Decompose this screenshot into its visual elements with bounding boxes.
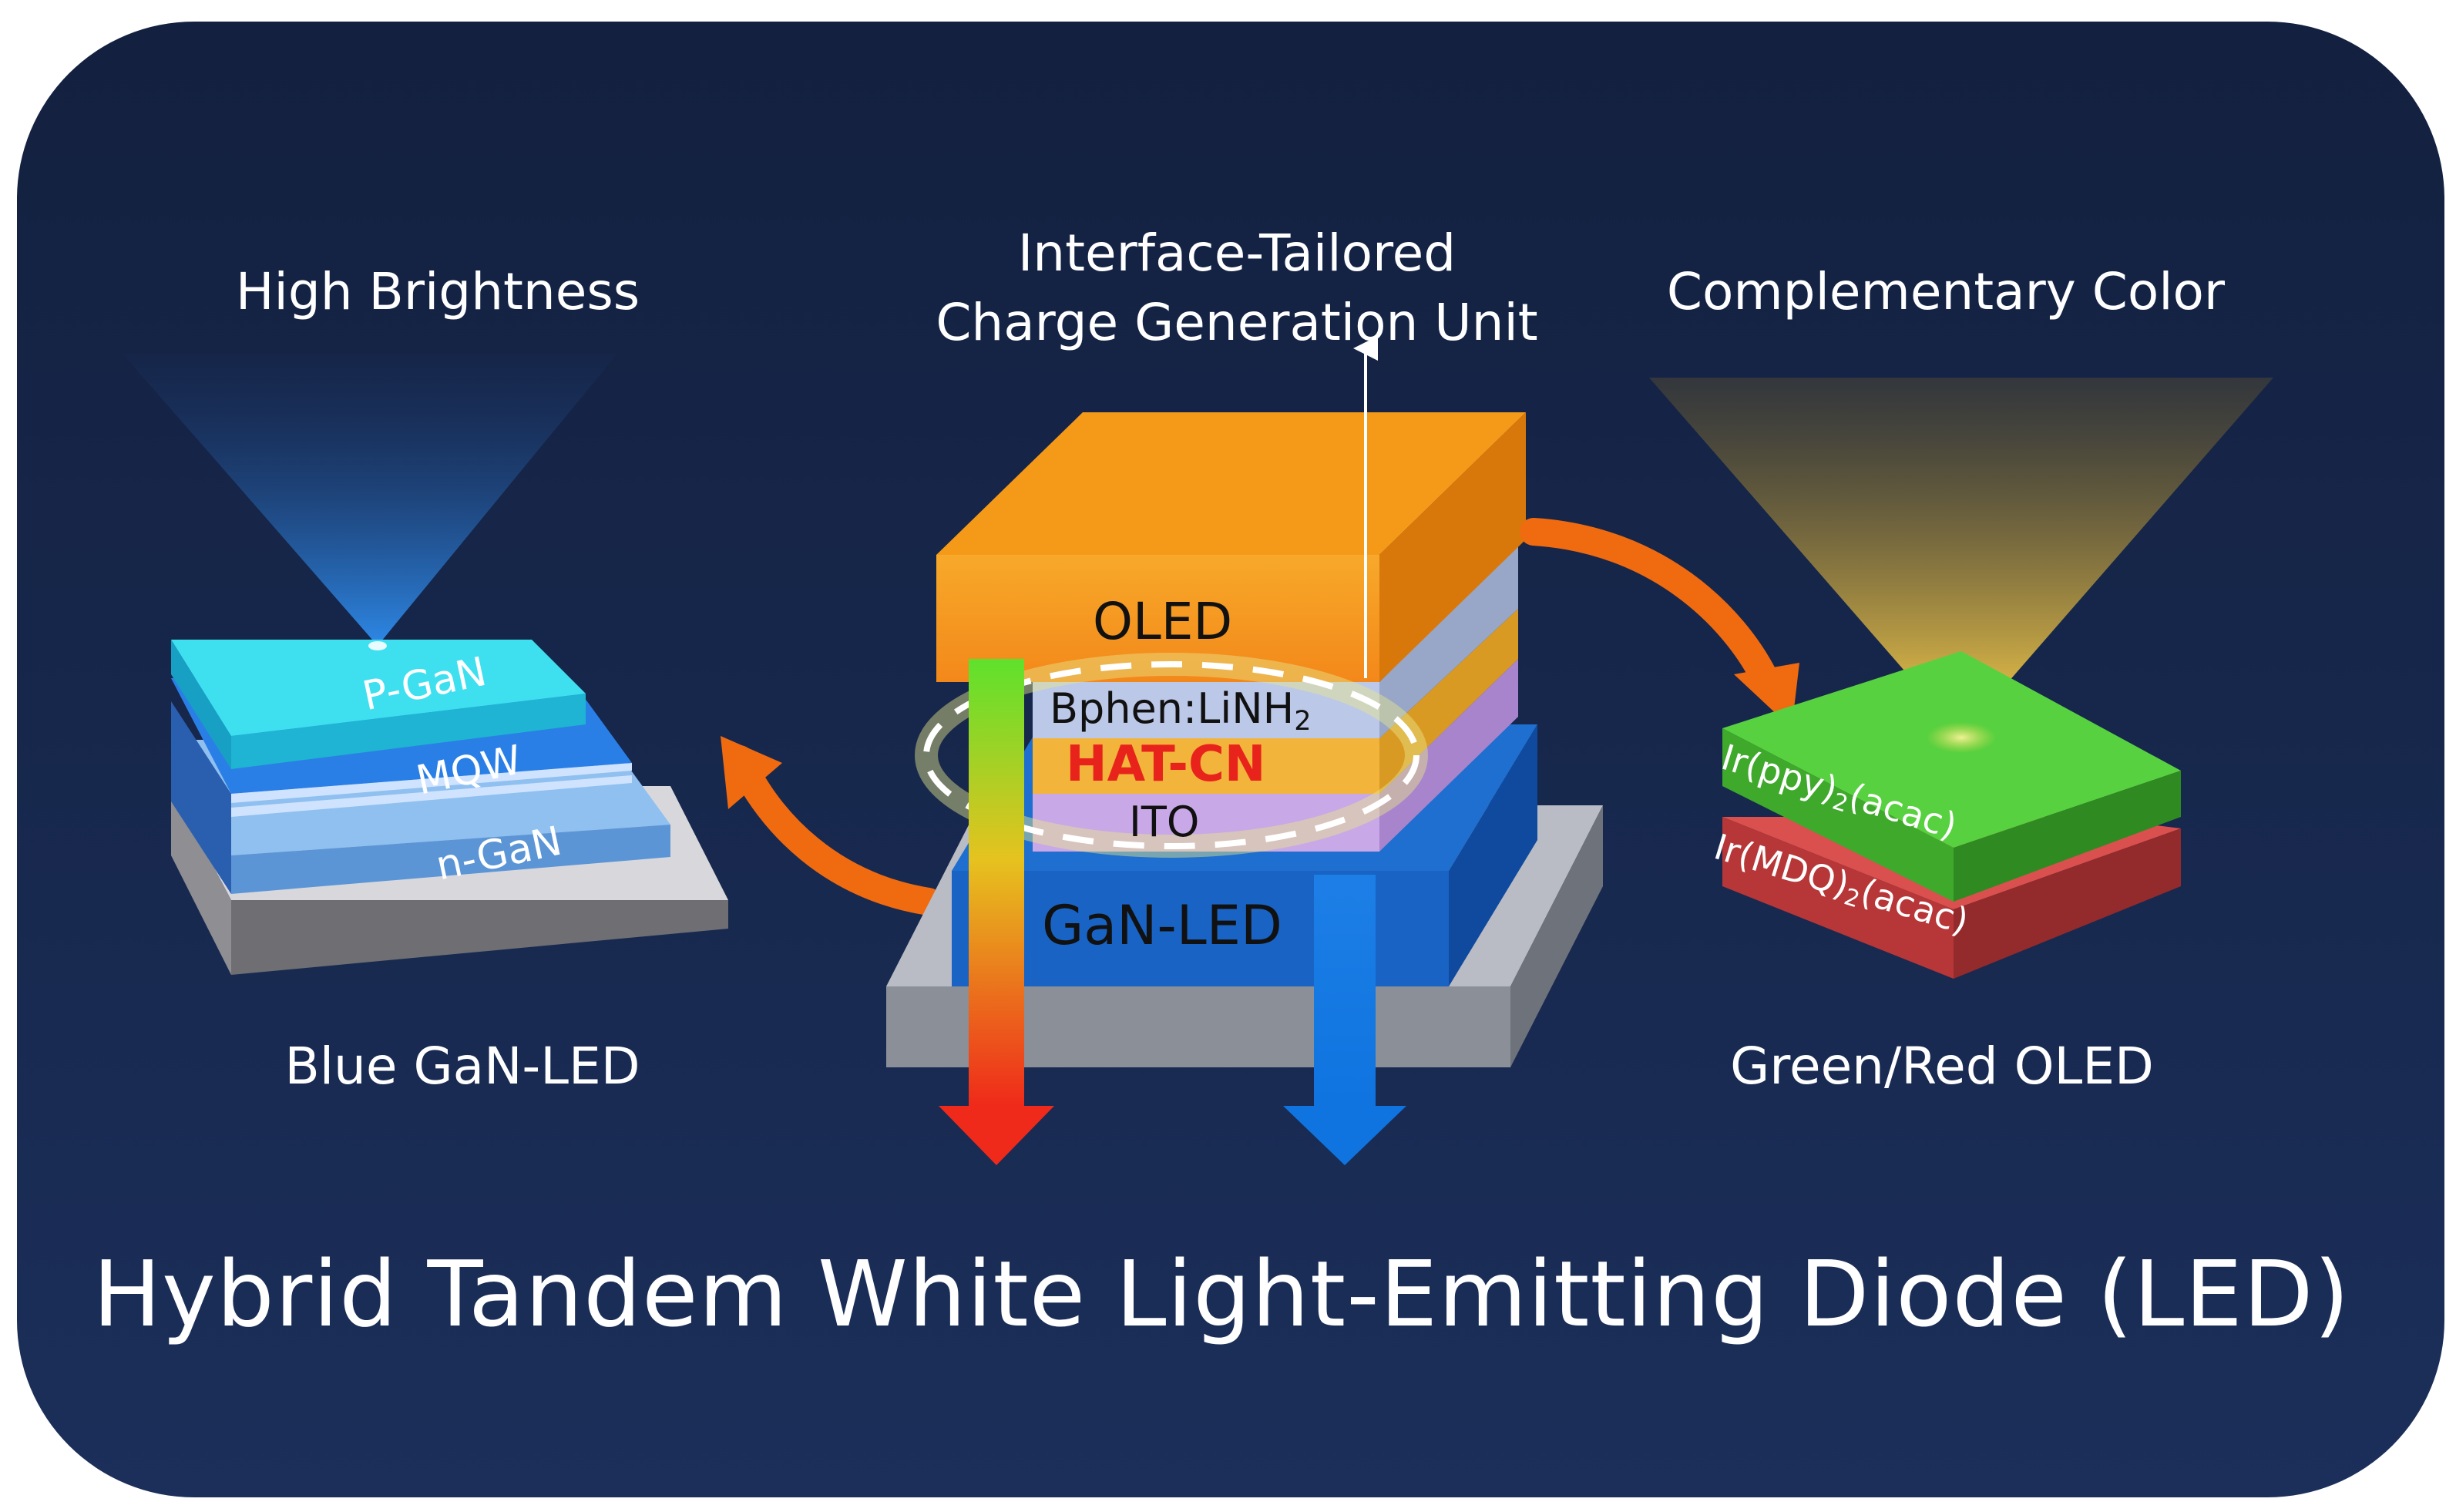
oled-label: OLED: [1093, 592, 1233, 651]
right-heading: Complementary Color: [1666, 262, 2226, 321]
p-gan-layer-side: [171, 640, 231, 769]
left-emission-spot: [368, 641, 387, 650]
hat-cn-layer-side: [1379, 609, 1518, 794]
arrow-to-gan-led-head: [721, 736, 782, 809]
white-light-arrow-shaft: [969, 659, 1024, 1106]
center-heading-line2: Charge Generation Unit: [936, 293, 1538, 352]
left-substrate-front: [231, 900, 728, 975]
bphen-layer-side: [1379, 543, 1518, 738]
center-substrate-side: [1510, 805, 1603, 1067]
oled-block-top: [936, 412, 1526, 555]
oled-block-side: [1379, 412, 1526, 682]
white-light-arrow-head: [939, 1106, 1054, 1165]
left-heading: High Brightness: [235, 262, 640, 321]
ito-label: ITO: [1129, 798, 1200, 846]
p-gan-layer-top: [171, 640, 586, 736]
gan-led-block-side: [1449, 724, 1537, 986]
green-oled-layer-front-left: [1722, 728, 1954, 902]
mqw-stripe-2: [231, 775, 632, 817]
hat-cn-layer-front: [1033, 738, 1379, 794]
red-oled-layer-front-right: [1954, 828, 2181, 979]
hat-cn-label: HAT-CN: [1066, 736, 1266, 793]
bphen-label: Bphen:LiNH2: [1050, 684, 1312, 737]
green-oled-layer-front-right: [1954, 771, 2181, 902]
yellow-light-beam: [1649, 378, 2273, 736]
gan-led-label: GaN-LED: [1042, 894, 1282, 957]
blue-light-beam: [123, 354, 617, 646]
blue-light-arrow-shaft: [1314, 875, 1376, 1106]
center-heading-line1: Interface-Tailored: [1017, 223, 1456, 283]
bphen-layer-front: [1033, 682, 1379, 738]
ito-layer-side: [1379, 659, 1518, 852]
left-caption: Blue GaN-LED: [284, 1037, 640, 1096]
red-oled-layer-front-left: [1722, 817, 1954, 979]
main-title: Hybrid Tandem White Light-Emitting Diode…: [92, 1241, 2350, 1347]
right-emission-spot: [1927, 722, 1996, 753]
cgu-dashed-ellipse: [923, 661, 1420, 849]
left-substrate-side: [171, 786, 231, 975]
n-gan-layer-front: [231, 825, 670, 894]
mqw-stripe-1: [231, 763, 632, 803]
right-caption: Green/Red OLED: [1730, 1037, 2154, 1096]
left-stack-side: [171, 701, 231, 894]
p-gan-layer-front: [231, 694, 586, 769]
arrow-to-oled: [1520, 518, 1779, 692]
blue-light-arrow-head: [1283, 1106, 1406, 1165]
